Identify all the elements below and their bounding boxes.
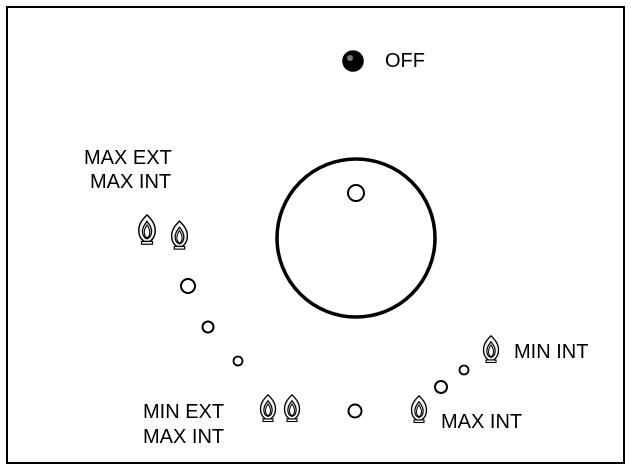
position-dot-5 (434, 380, 448, 394)
off-indicator (342, 50, 364, 72)
position-dot-2 (201, 320, 215, 334)
flame-icon-max-ext-max-int-2 (170, 220, 189, 250)
flame-icon-max-int (410, 395, 428, 424)
position-dot-6 (458, 364, 470, 376)
max-int-label-top: MAX INT (90, 171, 172, 193)
flame-icon-max-ext-max-int-1 (137, 213, 157, 246)
min-int-label: MIN INT (514, 341, 589, 363)
min-ext-label: MIN EXT (143, 401, 225, 423)
position-dot-1 (180, 278, 196, 294)
position-dots (180, 278, 470, 419)
knob-icon[interactable] (275, 157, 437, 319)
flame-icon-min-int (482, 334, 500, 364)
position-dot-4 (347, 403, 363, 419)
off-label: OFF (385, 50, 425, 72)
flame-icon-min-ext-max-int-1 (259, 394, 277, 423)
flame-icon-min-ext-max-int-2 (283, 394, 301, 423)
max-int-label-bottom-right: MAX INT (441, 411, 523, 433)
max-ext-label: MAX EXT (84, 147, 172, 169)
position-dot-3 (232, 355, 244, 367)
max-int-label-bottom-left: MAX INT (143, 426, 225, 448)
